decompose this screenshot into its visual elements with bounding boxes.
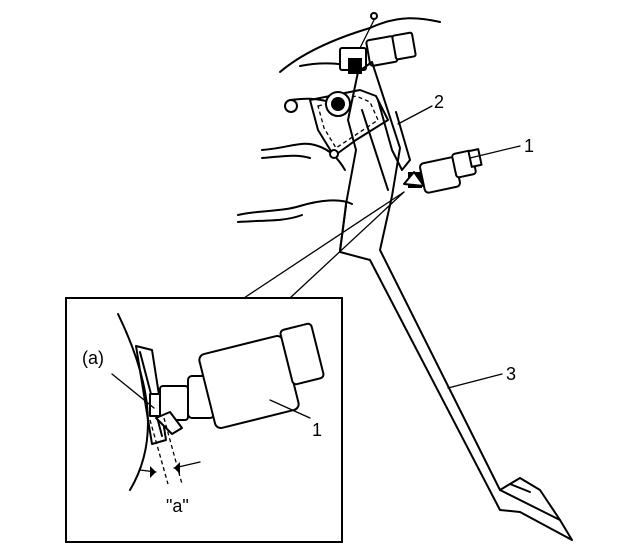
upper-connector — [339, 12, 417, 74]
switch-bracket — [377, 99, 411, 171]
label-detail-switch: 1 — [312, 420, 322, 440]
zoom-leader-lines — [243, 191, 405, 299]
pedal-bracket — [309, 89, 389, 159]
brake-light-switch — [403, 148, 483, 194]
label-detail-point: (a) — [82, 348, 104, 368]
label-pedal: 3 — [506, 364, 516, 384]
brake-pedal-arm — [339, 61, 573, 541]
callout-leaders — [397, 105, 521, 389]
label-clearance: "a" — [166, 496, 189, 516]
label-switch: 1 — [524, 136, 534, 156]
callout-labels: 1 2 3 1 (a) "a" — [82, 92, 534, 516]
wiring-harness — [237, 97, 353, 223]
detail-inset — [65, 297, 343, 543]
label-bracket: 2 — [434, 92, 444, 112]
